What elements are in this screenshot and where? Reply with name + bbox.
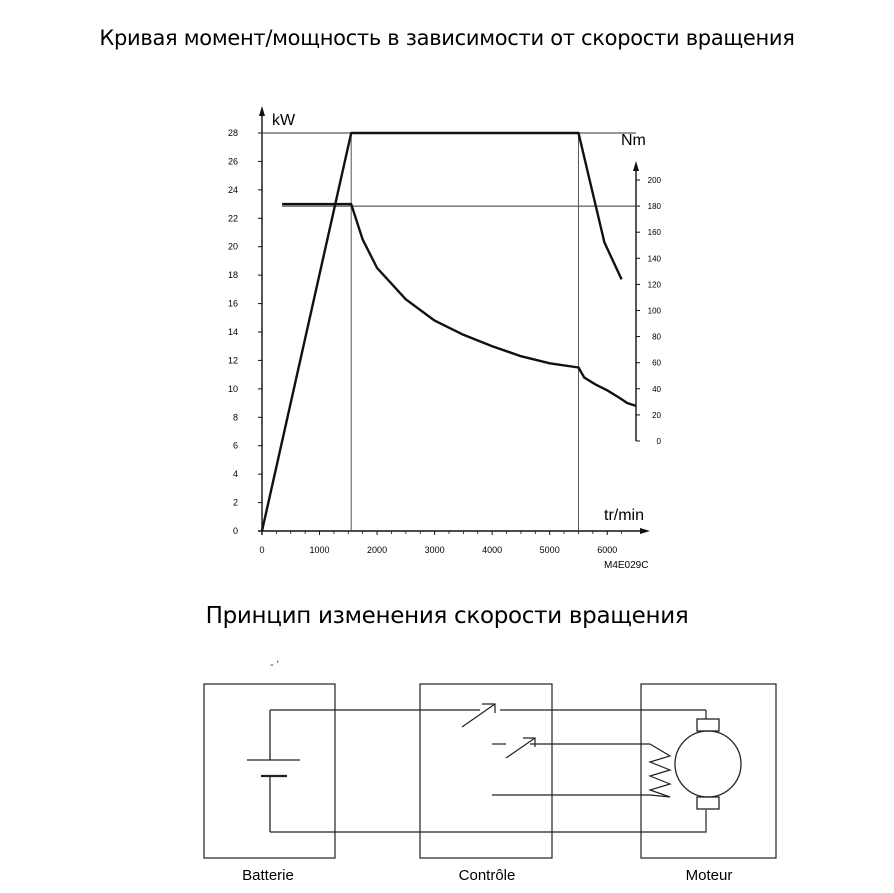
switch-2: [505, 737, 536, 759]
control-label: Contrôle: [459, 867, 516, 884]
y-right-tick-label: 120: [648, 280, 662, 289]
y-left-tick-label: 24: [228, 185, 238, 195]
y-right-tick-label: 140: [648, 254, 662, 263]
x-tick-label: 4000: [482, 545, 502, 555]
chart-title: Кривая момент/мощность в зависимости от …: [99, 26, 795, 50]
y-left-tick-label: 18: [228, 270, 238, 280]
wires: [270, 709, 707, 833]
x-axis-arrow: [640, 528, 650, 534]
motor-icon: [674, 718, 742, 810]
y-axis-right-unit: Nm: [621, 132, 646, 149]
y-right-tick-label: 60: [652, 359, 661, 368]
y-left-tick-label: 14: [228, 327, 238, 337]
motor-block: [640, 683, 777, 859]
y-left-tick-label: 28: [228, 128, 238, 138]
torque-power-chart: kWtr/minM4E029C0246810121416182022242628…: [228, 106, 662, 571]
torque-curve: [282, 202, 637, 408]
y-left-tick-label: 12: [228, 355, 238, 365]
y-right-tick-label: 100: [648, 307, 662, 316]
y-axis-right-arrow: [633, 161, 639, 171]
field-winding-icon: [648, 743, 672, 798]
y-axis-left-arrow: [259, 106, 265, 116]
y-left-tick-label: 2: [233, 498, 238, 508]
battery-block: [203, 683, 336, 859]
power-curve: [260, 131, 623, 532]
y-right-tick-label: 80: [652, 333, 661, 342]
y-right-tick-label: 200: [648, 176, 662, 185]
y-left-tick-label: 22: [228, 213, 238, 223]
y-left-tick-label: 26: [228, 156, 238, 166]
y-right-tick-label: 20: [652, 411, 661, 420]
reference-code: M4E029C: [604, 560, 648, 571]
x-tick-label: 0: [259, 545, 264, 555]
y-left-tick-label: 20: [228, 242, 238, 252]
y-right-tick-label: 40: [652, 385, 661, 394]
y-left-tick-label: 16: [228, 299, 238, 309]
y-left-tick-label: 6: [233, 441, 238, 451]
motor-label: Moteur: [686, 867, 733, 884]
y-right-tick-label: 160: [648, 228, 662, 237]
stray-mark: - ': [270, 659, 279, 671]
y-left-tick-label: 4: [233, 469, 238, 479]
x-tick-label: 6000: [597, 545, 617, 555]
x-tick-label: 1000: [310, 545, 330, 555]
switch-1: [461, 703, 496, 728]
diagram-title: Принцип изменения скорости вращения: [205, 603, 689, 629]
control-block: [419, 683, 553, 859]
x-tick-label: 3000: [425, 545, 445, 555]
y-right-tick-label: 0: [657, 437, 662, 446]
x-axis-unit: tr/min: [604, 507, 644, 524]
y-axis-left-unit: kW: [272, 112, 296, 129]
y-left-tick-label: 10: [228, 384, 238, 394]
x-tick-label: 2000: [367, 545, 387, 555]
x-tick-label: 5000: [540, 545, 560, 555]
battery-symbol: [247, 710, 300, 832]
battery-label: Batterie: [242, 867, 294, 884]
y-left-tick-label: 0: [233, 526, 238, 536]
y-left-tick-label: 8: [233, 412, 238, 422]
y-right-tick-label: 180: [648, 202, 662, 211]
